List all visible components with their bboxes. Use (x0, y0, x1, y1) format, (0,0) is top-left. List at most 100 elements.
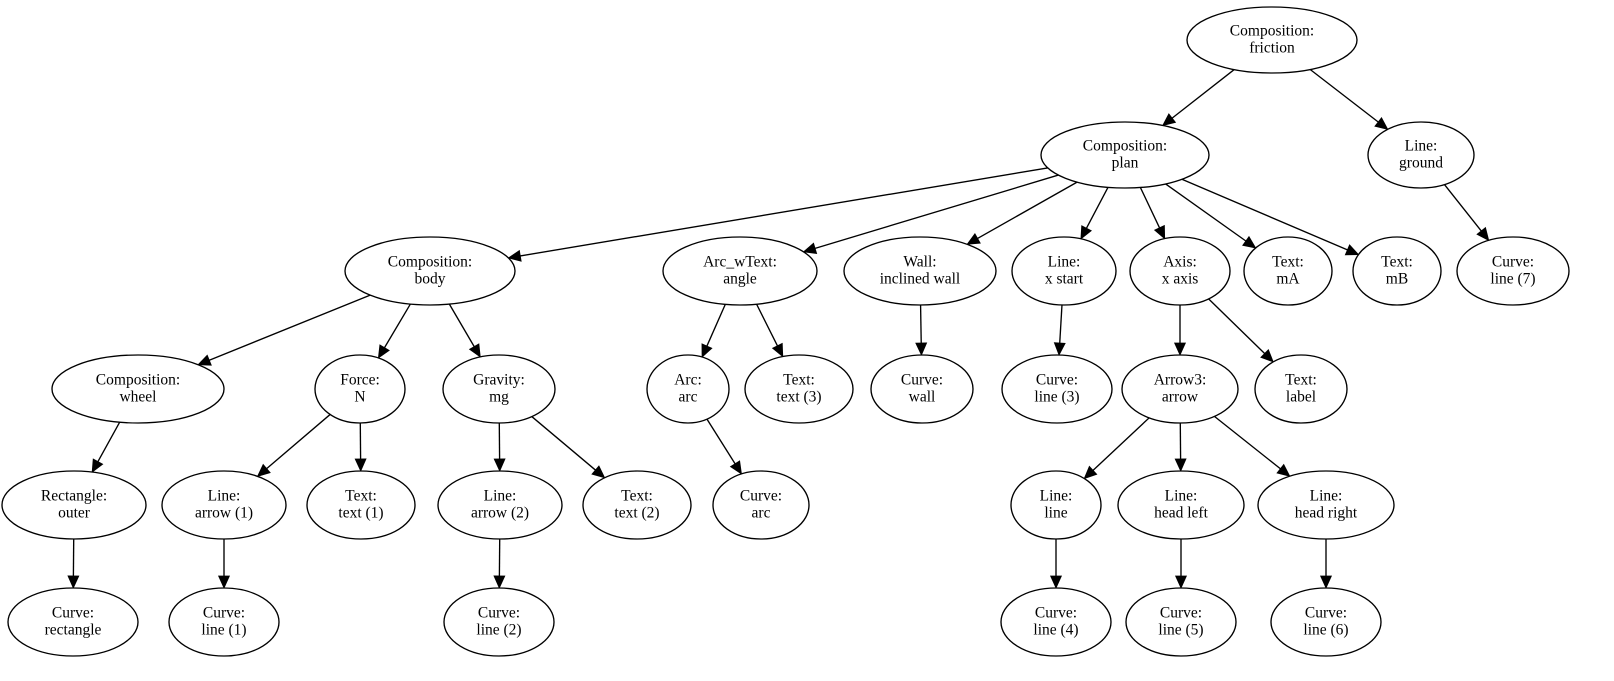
graph-node-arrow1[interactable] (161, 470, 287, 540)
graph-node-line2[interactable] (443, 587, 555, 657)
graph-node-label-line5: Curve:line (5) (1158, 605, 1203, 640)
graph-node-arrow3[interactable] (1121, 354, 1239, 424)
node-type-text: Curve: (1159, 604, 1203, 622)
node-name-text: arc (751, 505, 771, 522)
graph-node-body[interactable] (344, 236, 516, 306)
graph-node-label-rect_outer: Rectangle:outer (41, 488, 107, 523)
graph-node-text1[interactable] (306, 470, 416, 540)
graph-node-inclined_wall[interactable] (843, 236, 997, 306)
edge-friction-to-plan (1171, 69, 1235, 119)
graph-node-label-line7: Curve:line (7) (1490, 254, 1535, 289)
node-name-text: arrow (1) (194, 505, 254, 522)
node-type-text: Curve: (202, 604, 246, 622)
node-type-text: Composition: (387, 253, 473, 271)
graph-node-label-inclined_wall: Wall:inclined wall (880, 254, 961, 289)
graph-node-head_right[interactable] (1257, 470, 1395, 540)
graph-node-line3[interactable] (1001, 354, 1113, 424)
graph-node-plan[interactable] (1040, 121, 1210, 189)
graph-node-label-wheel: Composition:wheel (96, 372, 180, 407)
graph-node-x_axis[interactable] (1129, 236, 1231, 306)
arrowhead-icon (1083, 465, 1098, 480)
edge-gravity_mg-to-text2 (531, 416, 596, 471)
node-name-text: text (2) (614, 505, 660, 522)
graph-node-x_start[interactable] (1011, 236, 1117, 306)
arrowhead-icon (1260, 348, 1274, 363)
node-type-text: Text: (345, 487, 377, 505)
graph-node-curve_rect[interactable] (7, 587, 139, 657)
graph-node-line1[interactable] (168, 587, 280, 657)
node-name-text: line (7) (1490, 271, 1536, 288)
graph-node-arc_arc[interactable] (646, 354, 730, 424)
graph-node-arrow2[interactable] (437, 470, 563, 540)
graph-node-gravity_mg[interactable] (442, 354, 556, 424)
graph-node-label-text3: Text:text (3) (776, 372, 821, 407)
arrowhead-icon (729, 460, 742, 475)
graph-node-label-label: Text:label (1285, 372, 1317, 407)
graph-node-mA[interactable] (1243, 236, 1333, 306)
graph-node-label-arrow3: Arrow3:arrow (1154, 372, 1207, 407)
graph-node-label[interactable] (1254, 354, 1348, 424)
graph-node-label-head_right: Line:head right (1295, 488, 1357, 523)
node-type-text: Curve: (1034, 604, 1078, 622)
graph-node-text3[interactable] (744, 354, 854, 424)
node-type-text: Composition: (95, 371, 181, 389)
graph-node-ground[interactable] (1367, 121, 1475, 189)
graph-node-line6[interactable] (1270, 587, 1382, 657)
graph-node-head_left[interactable] (1117, 470, 1245, 540)
edge-force_n-to-arrow1 (266, 413, 331, 470)
graph-node-force_n[interactable] (314, 354, 406, 424)
node-type-text: Curve: (1304, 604, 1348, 622)
graph-node-label-arc_arc: Arc:arc (674, 372, 702, 407)
edge-wheel-to-rect_outer (97, 421, 121, 462)
graph-node-label-arrow1: Line:arrow (1) (195, 488, 253, 523)
graph-node-label-plan: Composition:plan (1083, 138, 1167, 173)
arrowhead-icon (1276, 463, 1291, 477)
arrowhead-icon (966, 232, 981, 245)
graph-node-line5[interactable] (1125, 587, 1237, 657)
node-name-text: text (1) (338, 505, 384, 522)
graph-node-friction[interactable] (1186, 6, 1358, 74)
node-name-text: line (6) (1303, 622, 1349, 639)
arrowhead-icon (591, 465, 606, 479)
arrowhead-icon (67, 575, 80, 589)
node-name-text: arrow (2) (470, 505, 530, 522)
node-type-text: Line: (1039, 487, 1073, 505)
edge-plan-to-x_start (1085, 187, 1109, 229)
graph-node-mB[interactable] (1352, 236, 1442, 306)
edge-plan-to-inclined_wall (977, 181, 1078, 240)
edge-plan-to-body (520, 167, 1048, 257)
graph-node-text2[interactable] (582, 470, 692, 540)
edge-inclined_wall-to-curve_wall (919, 304, 922, 344)
node-type-text: Line: (1047, 253, 1081, 271)
graph-node-line_line[interactable] (1010, 470, 1102, 540)
graph-node-curve_wall[interactable] (870, 354, 974, 424)
edge-plan-to-angle (814, 174, 1059, 250)
graph-node-wheel[interactable] (51, 354, 225, 424)
graph-node-label-mB: Text:mB (1381, 254, 1413, 289)
node-type-text: Arc: (674, 371, 702, 389)
node-name-text: rectangle (44, 622, 102, 639)
graph-node-curve_arc[interactable] (712, 470, 810, 540)
node-type-text: Rectangle: (40, 487, 108, 505)
node-type-text: Composition: (1082, 137, 1168, 155)
graph-node-line4[interactable] (1000, 587, 1112, 657)
graph-node-label-text2: Text:text (2) (614, 488, 659, 523)
graph-node-rect_outer[interactable] (1, 470, 147, 540)
arrowhead-icon (354, 458, 367, 472)
node-type-text: Curve: (1035, 371, 1079, 389)
graph-node-label-friction: Composition:friction (1230, 23, 1314, 58)
arrowhead-icon (197, 354, 212, 366)
edge-plan-to-x_axis (1139, 187, 1161, 229)
node-name-text: friction (1249, 40, 1295, 57)
graph-node-label-x_start: Line:x start (1045, 254, 1083, 289)
arrowhead-icon (1174, 458, 1187, 472)
graph-node-line7[interactable] (1456, 236, 1570, 306)
graph-node-angle[interactable] (662, 236, 818, 306)
graph-node-label-body: Composition:body (388, 254, 472, 289)
node-name-text: line (2) (476, 622, 522, 639)
graph-node-label-line1: Curve:line (1) (201, 605, 246, 640)
node-name-text: x axis (1161, 271, 1199, 288)
arrowhead-icon (1080, 225, 1093, 240)
